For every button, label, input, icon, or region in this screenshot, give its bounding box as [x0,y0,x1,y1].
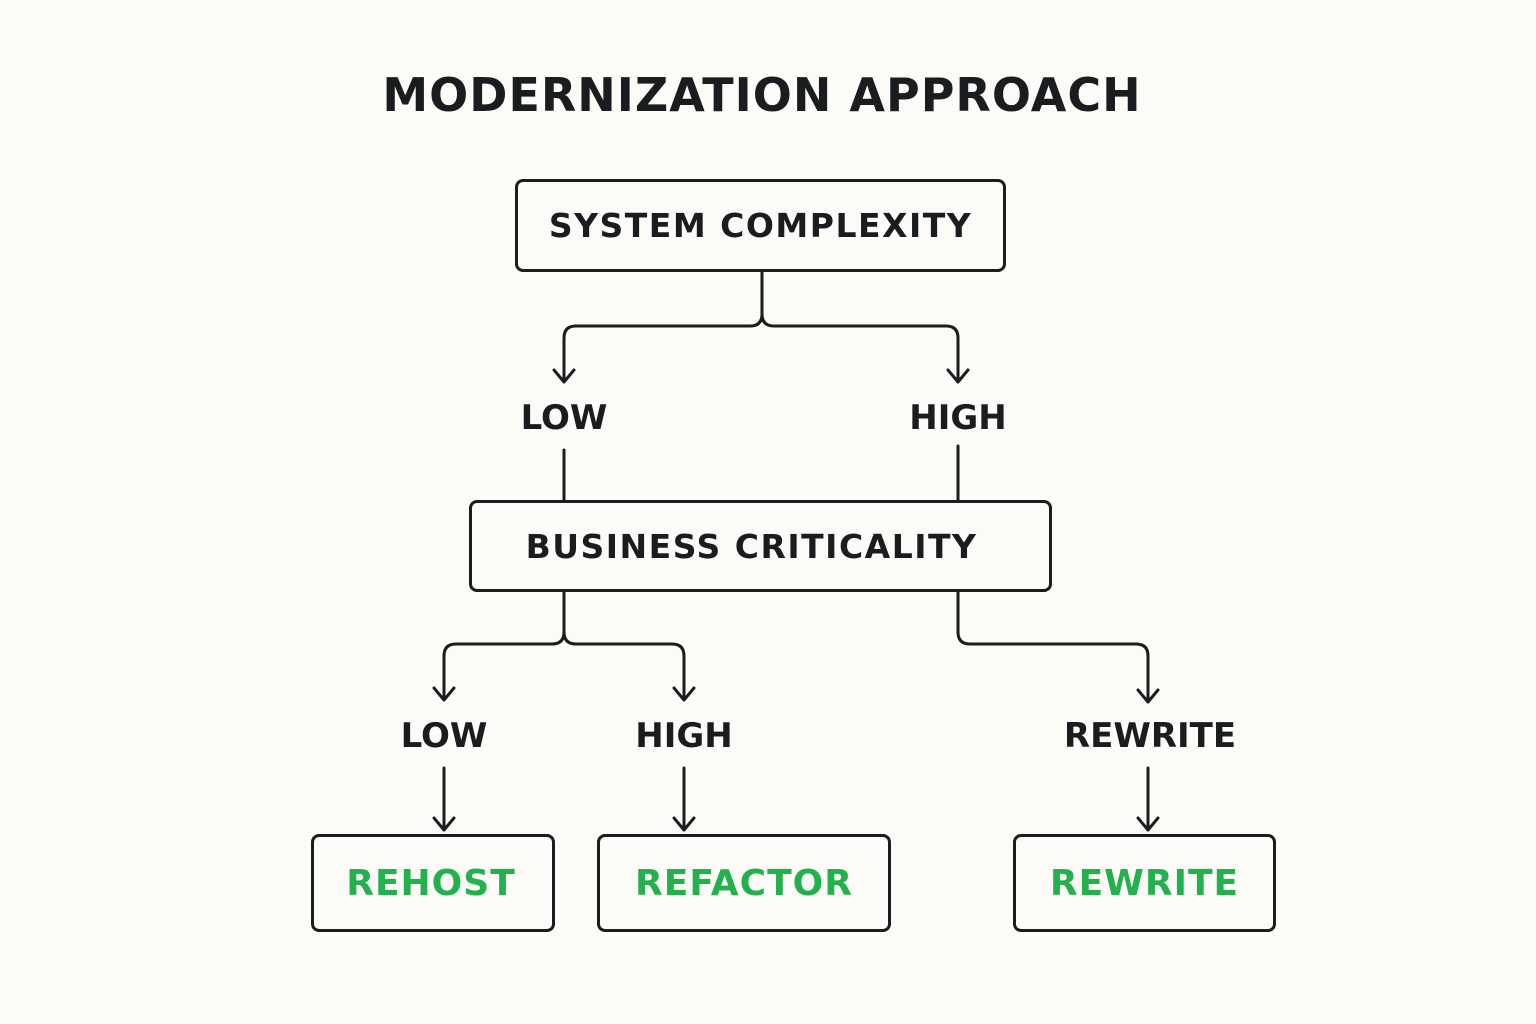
complexity-low-label: LOW [520,398,608,438]
arrowhead-rehost [432,816,456,832]
criticality-high-label: HIGH [635,716,733,756]
rehost-outcome: REHOST [311,834,555,932]
arrowhead-rewrite [1136,816,1160,832]
arrowhead-rewrite-path [1136,688,1160,704]
connector-complexity-right [760,312,960,382]
arrowhead-criticality-low [432,686,456,702]
criticality-low-label: LOW [400,716,488,756]
rewrite-outcome: REWRITE [1013,834,1276,932]
arrowhead-complexity-low [552,368,576,384]
connector-rewrite-path [956,590,1150,702]
complexity-high-label: HIGH [909,398,1007,438]
connector-criticality-right [562,630,686,700]
arrowhead-complexity-high [946,368,970,384]
arrowhead-criticality-high [672,686,696,702]
business-criticality-node: BUSINESS CRITICALITY [469,500,1052,592]
refactor-outcome: REFACTOR [597,834,891,932]
connector-criticality-trunk [442,590,566,700]
arrowhead-refactor [672,816,696,832]
connector-complexity-trunk [562,270,764,382]
diagram-title: MODERNIZATION APPROACH [382,68,1142,122]
system-complexity-node: SYSTEM COMPLEXITY [515,179,1006,272]
rewrite-path-label: REWRITE [1063,716,1237,756]
